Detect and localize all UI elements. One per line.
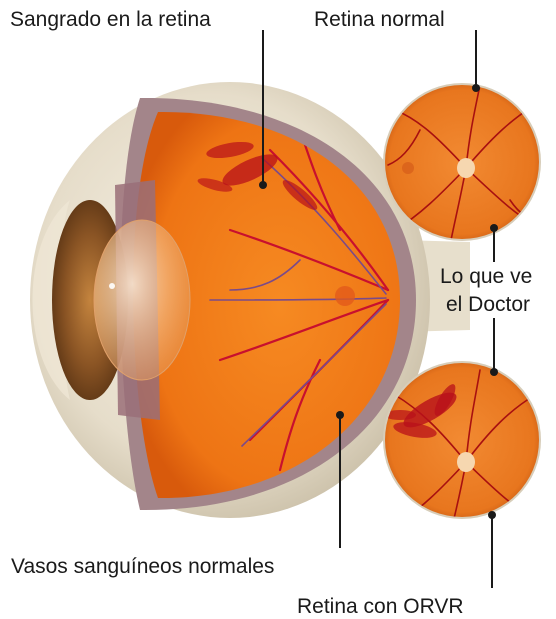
macula-normal xyxy=(402,162,414,174)
label-normal-vessels: Vasos sanguíneos normales xyxy=(11,556,274,577)
label-normal-retina: Retina normal xyxy=(314,9,445,30)
label-orvr-retina: Retina con ORVR xyxy=(297,596,464,617)
lens-highlight xyxy=(109,283,115,289)
label-doctor-view-line2: el Doctor xyxy=(446,294,530,315)
lens xyxy=(94,220,190,380)
optic-disc-normal xyxy=(457,158,475,178)
label-doctor-view-line1: Lo que ve xyxy=(440,266,532,287)
optic-disc-orvr xyxy=(457,452,475,472)
orvr-retina-fundus xyxy=(383,361,541,535)
label-bleeding-retina: Sangrado en la retina xyxy=(10,9,211,30)
